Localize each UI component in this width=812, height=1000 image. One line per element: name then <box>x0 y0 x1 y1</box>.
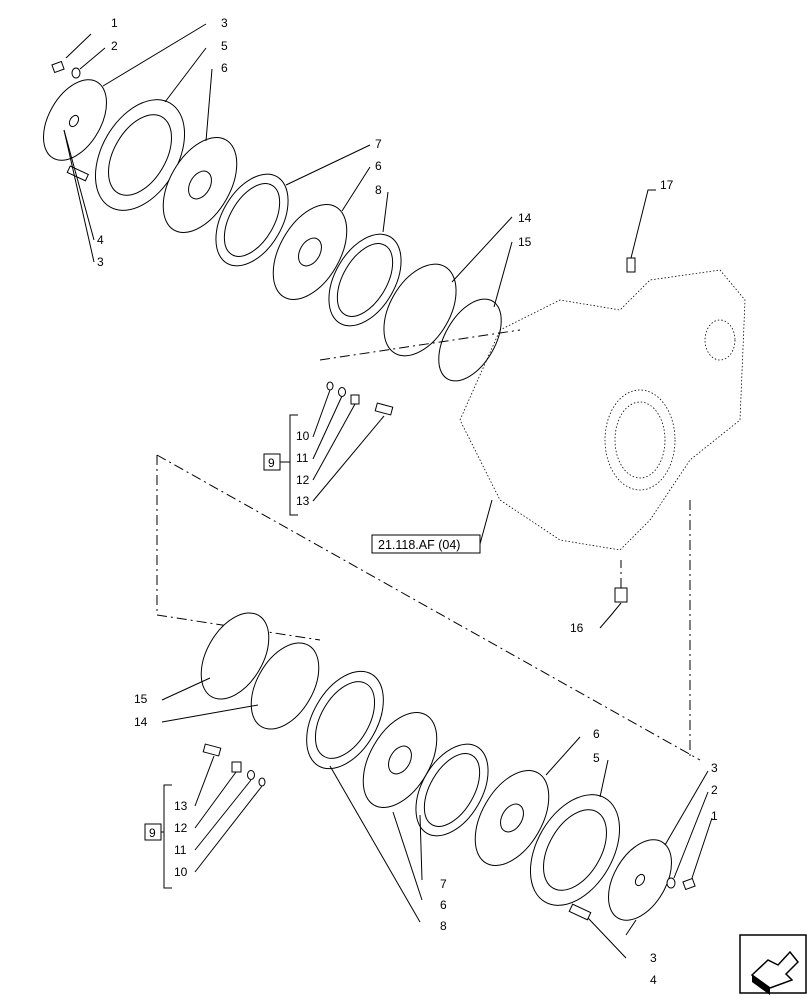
callout: 12 <box>296 473 310 487</box>
o-ring-part-14-bottom <box>161 642 320 730</box>
callout: 4 <box>650 973 657 987</box>
cover-plate-part-3-top <box>43 23 207 161</box>
callout: 4 <box>97 233 104 247</box>
friction-disc-part-6-top-a <box>162 68 238 233</box>
centerline-long <box>156 454 701 761</box>
callout: 1 <box>111 16 118 30</box>
callout: 5 <box>593 751 600 765</box>
brake-housing-part-5-bottom <box>529 759 621 906</box>
callout: 7 <box>440 877 447 891</box>
callout: 1 <box>711 809 718 823</box>
bottom-callout-labels: 15 14 13 12 11 10 6 5 3 2 1 7 6 8 3 4 <box>134 692 718 987</box>
callout: 3 <box>97 255 104 269</box>
friction-disc-part-6-bottom-b <box>474 736 581 866</box>
o-ring-part-15-bottom <box>161 612 270 701</box>
washer-part-2-bottom <box>666 791 709 889</box>
callout: 3 <box>711 761 718 775</box>
pin-part-4-bottom <box>568 903 627 959</box>
reference-callout[interactable]: 21.118.AF (04) <box>371 499 493 554</box>
centerline-top <box>319 329 521 361</box>
friction-disc-part-6-top-b <box>272 166 371 300</box>
bolt-part-1-bottom <box>682 817 713 891</box>
callout: 13 <box>296 494 310 508</box>
plug-part-16 <box>599 560 628 629</box>
callout: 12 <box>174 821 188 835</box>
steel-plate-part-7-top <box>215 144 371 267</box>
callout: 5 <box>221 39 228 53</box>
callout: 17 <box>660 178 674 192</box>
callout: 6 <box>593 727 600 741</box>
piston-part-8-bottom <box>306 670 421 923</box>
callout: 2 <box>111 39 118 53</box>
bolt-part-1-top <box>51 33 92 74</box>
friction-disc-part-6-bottom-a <box>362 712 438 901</box>
callout: 15 <box>134 692 148 706</box>
callout: 11 <box>296 451 309 465</box>
next-page-arrow-icon[interactable] <box>739 934 807 995</box>
fittings-group-9-top: 9 <box>263 381 394 516</box>
callout: 10 <box>296 429 310 443</box>
axle-housing <box>459 269 746 551</box>
pin-part-4-top <box>66 165 89 182</box>
fitting-part-17 <box>626 189 656 273</box>
callout: 3 <box>221 16 228 30</box>
brake-housing-part-5-top <box>94 47 207 211</box>
callout: 7 <box>375 137 382 151</box>
svg-text:9: 9 <box>268 456 275 470</box>
o-ring-part-14-top <box>383 216 513 357</box>
top-callout-labels: 1 2 3 5 6 7 6 8 14 15 17 4 3 10 11 12 13… <box>97 16 674 635</box>
o-ring-part-15-top <box>438 241 513 382</box>
callout: 15 <box>518 235 532 249</box>
callout: 10 <box>174 865 188 879</box>
cover-plate-part-3-bottom <box>608 770 709 936</box>
callout: 11 <box>174 843 187 857</box>
washer-part-2-top <box>71 47 106 79</box>
callout: 16 <box>570 621 584 635</box>
fittings-group-9-bottom: 9 <box>144 743 266 889</box>
callout: 6 <box>221 61 228 75</box>
piston-part-8-top <box>328 191 402 327</box>
callout: 8 <box>375 183 382 197</box>
callout: 6 <box>375 159 382 173</box>
callout: 8 <box>440 919 447 933</box>
steel-plate-part-7-bottom <box>415 743 489 881</box>
svg-text:9: 9 <box>149 826 156 840</box>
callout: 14 <box>518 211 532 225</box>
callout: 3 <box>650 951 657 965</box>
callout: 2 <box>711 783 718 797</box>
callout: 13 <box>174 799 188 813</box>
callout: 14 <box>134 715 148 729</box>
callout: 6 <box>440 898 447 912</box>
reference-label: 21.118.AF (04) <box>378 538 460 552</box>
